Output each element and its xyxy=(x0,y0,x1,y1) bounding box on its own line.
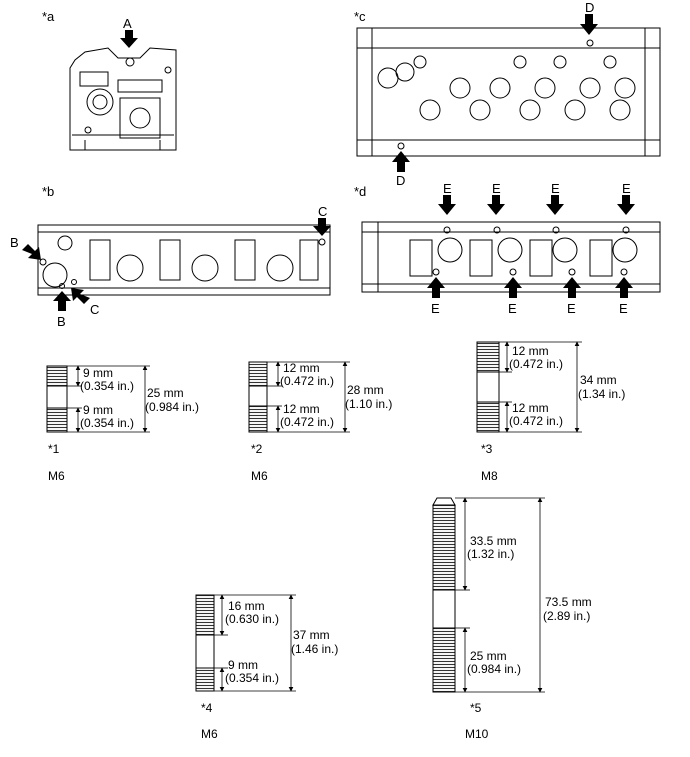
callout-d-top: D xyxy=(585,0,595,15)
stud-bolt-3-drawing xyxy=(476,341,582,433)
stud-4-upper-in: (0.630 in.) xyxy=(225,612,280,626)
stud-3-lower-mm: 12 mm xyxy=(512,401,549,415)
stud-1-total-mm: 25 mm xyxy=(147,386,184,400)
stud-1-lower-mm: 9 mm xyxy=(83,403,113,417)
stud-4-total-mm: 37 mm xyxy=(293,628,330,642)
stud-2-total-in: (1.10 in.) xyxy=(345,397,393,411)
stud-4-total-in: (1.46 in.) xyxy=(291,642,339,656)
stud-1-id: *1 xyxy=(48,442,60,456)
stud-4-lower-mm: 9 mm xyxy=(228,658,258,672)
stud-3-total-mm: 34 mm xyxy=(580,373,617,387)
stud-2-lower-mm: 12 mm xyxy=(283,402,320,416)
stud-2-upper-mm: 12 mm xyxy=(283,361,320,375)
stud-5-total-mm: 73.5 mm xyxy=(545,595,592,609)
stud-4-lower-in: (0.354 in.) xyxy=(225,671,280,685)
callout-e-3: E xyxy=(551,181,560,196)
stud-5-id: *5 xyxy=(470,701,482,715)
callout-e-2: E xyxy=(492,181,501,196)
stud-3-lower-in: (0.472 in.) xyxy=(509,414,564,428)
stud-1-upper-in: (0.354 in.) xyxy=(80,379,135,393)
stud-2-total-mm: 28 mm xyxy=(347,383,384,397)
stud-2-thread: M6 xyxy=(251,469,268,483)
stud-4-id: *4 xyxy=(201,701,213,715)
stud-3-upper-in: (0.472 in.) xyxy=(509,357,564,371)
head-end-view xyxy=(69,47,177,151)
callout-b-left: B xyxy=(10,235,19,250)
view-tag-a: *a xyxy=(42,9,55,24)
callout-e-5: E xyxy=(431,301,440,316)
stud-1-lower-in: (0.354 in.) xyxy=(80,416,135,430)
callout-arrows xyxy=(22,14,635,311)
stud-3-id: *3 xyxy=(481,442,493,456)
callout-d-bottom: D xyxy=(396,173,406,188)
callout-e-1: E xyxy=(443,181,452,196)
view-tag-d: *d xyxy=(354,184,367,199)
stud-2-lower-in: (0.472 in.) xyxy=(280,415,335,429)
stud-3-thread: M8 xyxy=(481,469,498,483)
stud-2-id: *2 xyxy=(251,442,263,456)
stud-bolt-1-drawing xyxy=(46,365,150,433)
stud-1-total-in: (0.984 in.) xyxy=(145,400,200,414)
stud-5-upper-mm: 33.5 mm xyxy=(470,534,517,548)
view-tag-c: *c xyxy=(354,9,366,24)
stud-5-lower-in: (0.984 in.) xyxy=(467,662,522,676)
head-top-view xyxy=(356,27,661,157)
stud-bolt-2-drawing xyxy=(248,361,350,433)
stud-bolt-4-drawing xyxy=(195,594,296,692)
callout-b-bottom: B xyxy=(57,314,66,329)
stud-5-upper-in: (1.32 in.) xyxy=(467,547,515,561)
stud-1-thread: M6 xyxy=(48,469,65,483)
callout-e-6: E xyxy=(508,301,517,316)
stud-3-total-in: (1.34 in.) xyxy=(578,387,626,401)
callout-e-8: E xyxy=(619,301,628,316)
stud-1-upper-mm: 9 mm xyxy=(83,366,113,380)
stud-3-upper-mm: 12 mm xyxy=(512,344,549,358)
callout-e-7: E xyxy=(567,301,576,316)
head-intake-side-view xyxy=(37,224,331,296)
callout-e-4: E xyxy=(622,181,631,196)
stud-5-lower-mm: 25 mm xyxy=(470,649,507,663)
stud-5-thread: M10 xyxy=(465,727,489,741)
stud-4-upper-mm: 16 mm xyxy=(228,599,265,613)
stud-5-total-in: (2.89 in.) xyxy=(543,609,591,623)
callout-a: A xyxy=(123,16,132,31)
callout-c-right: C xyxy=(318,204,328,219)
stud-bolt-5-drawing xyxy=(432,497,545,693)
stud-4-thread: M6 xyxy=(201,727,218,741)
stud-2-upper-in: (0.472 in.) xyxy=(280,374,335,388)
view-tag-b: *b xyxy=(42,184,55,199)
callout-c-bottom: C xyxy=(90,302,100,317)
